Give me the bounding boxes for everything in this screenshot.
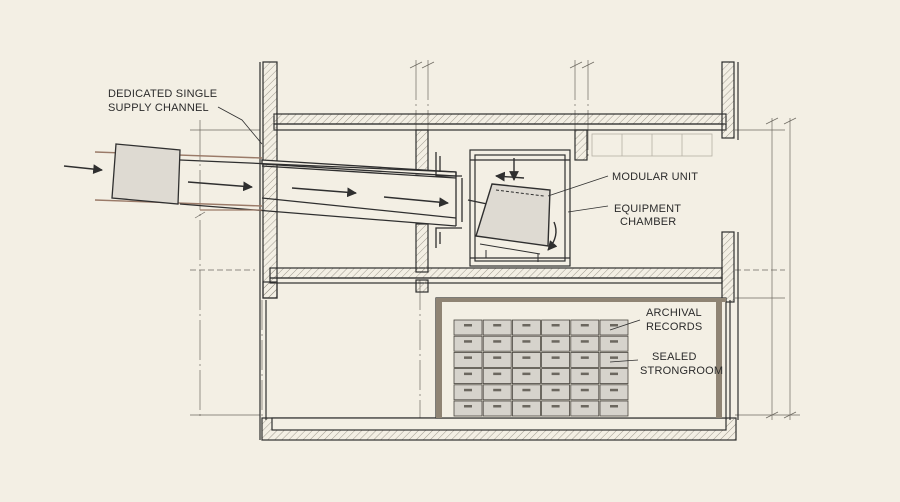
cabinet-drawer (512, 368, 541, 385)
drawer-handle (522, 340, 531, 343)
cabinet-drawer (570, 368, 600, 385)
drawer-handle (522, 388, 531, 392)
drawer-handle (522, 405, 531, 408)
drawer-handle (551, 388, 560, 392)
archival-cabinets (453, 319, 629, 417)
cabinet-drawer (541, 335, 570, 352)
drawer-handle (551, 324, 560, 327)
cabinet-drawer (482, 319, 512, 336)
cabinet-drawer (541, 319, 570, 336)
drawer-handle (580, 388, 589, 392)
cabinet-drawer (570, 335, 600, 352)
archival-records-label-line2: RECORDS (646, 321, 702, 333)
supply-channel-label-line1: DEDICATED SINGLE (108, 88, 217, 100)
cabinet-drawer (512, 351, 541, 368)
drawer-handle (610, 324, 618, 327)
supply-unit-block (111, 143, 181, 205)
equipment-chamber-label-line2: CHAMBER (620, 216, 676, 228)
drawer-handle (551, 340, 560, 343)
drawer-handle (493, 388, 502, 392)
duct-elbows (435, 152, 462, 248)
cabinet-drawer (570, 319, 600, 336)
cabinet-drawer (482, 384, 512, 401)
drawer-handle (464, 340, 472, 343)
drawer-handle (493, 324, 502, 327)
cabinet-drawer (482, 351, 512, 368)
drawer-handle (580, 372, 589, 376)
cabinet-drawer (541, 368, 570, 385)
drawer-handle (551, 372, 560, 376)
cabinet-drawer (599, 335, 629, 352)
cabinet-drawer (482, 335, 512, 352)
airflow-arrows (63, 158, 558, 251)
cabinet-drawer (453, 384, 483, 401)
cabinet-drawer (453, 351, 483, 368)
cabinet-drawer (541, 400, 570, 417)
cabinet-drawer (512, 400, 541, 417)
drawer-handle (610, 356, 618, 359)
equipment-chamber-label-line1: EQUIPMENT (614, 203, 681, 215)
cabinet-drawer (453, 400, 483, 417)
drawer-handle (493, 372, 502, 376)
drawer-handle (493, 356, 502, 359)
sealed-strongroom-label-line1: SEALED (652, 351, 697, 363)
cabinet-drawer (570, 400, 600, 417)
cabinet-drawer (599, 368, 629, 385)
equipment-frame (469, 149, 571, 267)
drawer-handle (464, 356, 472, 359)
upper-storage-outline (591, 133, 713, 157)
drawer-handle (464, 324, 472, 327)
archival-records-label-line1: ARCHIVAL (646, 307, 702, 319)
cabinet-drawer (599, 400, 629, 417)
cabinet-drawer (541, 351, 570, 368)
labels: DEDICATED SINGLE SUPPLY CHANNEL MODULAR … (108, 88, 723, 377)
cabinet-drawer (570, 351, 600, 368)
drawer-handle (493, 340, 502, 343)
cabinet-drawer (570, 384, 600, 401)
drawer-handle (610, 388, 618, 392)
drawer-handle (580, 324, 589, 327)
drawer-handle (580, 356, 589, 359)
cabinet-drawer (599, 384, 629, 401)
leader-lines (217, 106, 641, 363)
modular-unit-label: MODULAR UNIT (612, 171, 698, 183)
cabinet-drawer (453, 335, 483, 352)
cabinet-drawer (482, 368, 512, 385)
drawer-handle (580, 405, 589, 408)
drawer-handle (580, 340, 589, 343)
cabinet-drawer (482, 400, 512, 417)
drawer-handle (551, 405, 560, 408)
cabinet-drawer (512, 335, 541, 352)
cabinet-drawer (453, 319, 483, 336)
drawer-handle (464, 405, 472, 408)
building-structure (259, 61, 739, 441)
drawer-handle (610, 405, 618, 408)
drawer-handle (551, 356, 560, 359)
drawer-handle (464, 372, 472, 376)
drawer-handle (522, 372, 531, 376)
cabinet-drawer (512, 384, 541, 401)
drawer-handle (464, 388, 472, 392)
modular-unit (475, 183, 551, 262)
drawer-handle (610, 372, 618, 376)
drawer-handle (610, 340, 618, 343)
cabinet-drawer (599, 319, 629, 336)
cabinet-drawer (512, 319, 541, 336)
cabinet-drawer (599, 351, 629, 368)
drawer-handle (493, 405, 502, 408)
cabinet-drawer (453, 368, 483, 385)
drawer-handle (522, 356, 531, 359)
drawer-handle (522, 324, 531, 327)
sealed-strongroom-label-line2: STRONGROOM (640, 365, 723, 377)
cabinet-drawer (541, 384, 570, 401)
supply-channel-label-line2: SUPPLY CHANNEL (108, 102, 209, 114)
